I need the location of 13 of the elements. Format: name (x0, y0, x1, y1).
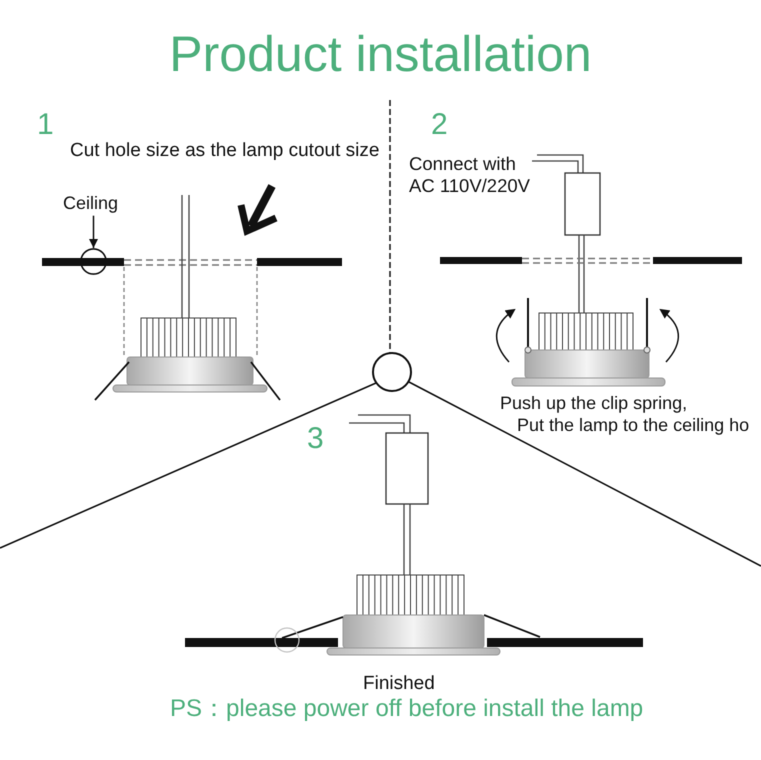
note-text: PS：please power off before install the lamp (170, 695, 644, 723)
instruction-text: Cut hole size as the lamp cutout size (70, 140, 380, 162)
step-caption: Finished (363, 673, 435, 695)
title: Product installation (169, 26, 592, 84)
instruction-text: Put the lamp to the ceiling ho (517, 415, 750, 436)
step-number: 2 (431, 108, 448, 142)
marker-circle (80, 248, 107, 275)
step-number: 1 (37, 108, 54, 142)
step-number: 3 (307, 422, 324, 456)
leader-arrow (89, 216, 98, 248)
instruction-text: Push up the clip spring, (500, 393, 688, 414)
callout-label: Ceiling (63, 193, 118, 214)
instruction-text: Connect with AC 110V/220V (409, 153, 532, 197)
